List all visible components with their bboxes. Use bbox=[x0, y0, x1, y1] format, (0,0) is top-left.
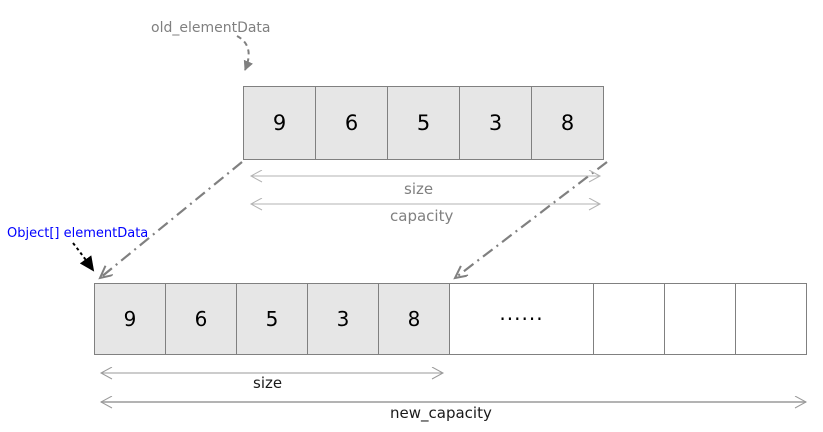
old-array-cell: 9 bbox=[243, 86, 316, 160]
old-elementdata-pointer-arrow bbox=[236, 35, 254, 71]
copy-connector-left bbox=[100, 161, 243, 278]
copy-connector-right bbox=[455, 161, 608, 278]
object-elementdata-label: Object[] elementData bbox=[7, 226, 149, 241]
ellipsis-text: ······ bbox=[499, 307, 544, 331]
new-array-cell: 6 bbox=[165, 283, 237, 355]
old-element-data-array: 9 6 5 3 8 bbox=[243, 86, 604, 160]
old-array-cell: 8 bbox=[531, 86, 604, 160]
new-capacity-measure-label: new_capacity bbox=[390, 404, 492, 422]
new-array-ellipsis-cell: ······ bbox=[449, 283, 594, 355]
size-measure-top-label: size bbox=[404, 180, 434, 198]
new-array-empty-cell bbox=[735, 283, 807, 355]
new-array-empty-cell bbox=[664, 283, 736, 355]
new-element-data-array: 9 6 5 3 8 ······ bbox=[94, 283, 807, 355]
old-array-cell: 5 bbox=[387, 86, 460, 160]
new-array-cell: 5 bbox=[236, 283, 308, 355]
old-array-cell: 3 bbox=[459, 86, 532, 160]
size-measure-bottom-label: size bbox=[253, 374, 283, 392]
capacity-measure-top-label: capacity bbox=[390, 207, 454, 225]
new-array-cell: 3 bbox=[307, 283, 379, 355]
new-array-cell: 9 bbox=[94, 283, 166, 355]
new-array-cell: 8 bbox=[378, 283, 450, 355]
object-elementdata-pointer-arrow bbox=[72, 242, 95, 272]
old-array-cell: 6 bbox=[315, 86, 388, 160]
new-array-empty-cell bbox=[593, 283, 665, 355]
old-elementdata-label: old_elementData bbox=[151, 20, 271, 36]
